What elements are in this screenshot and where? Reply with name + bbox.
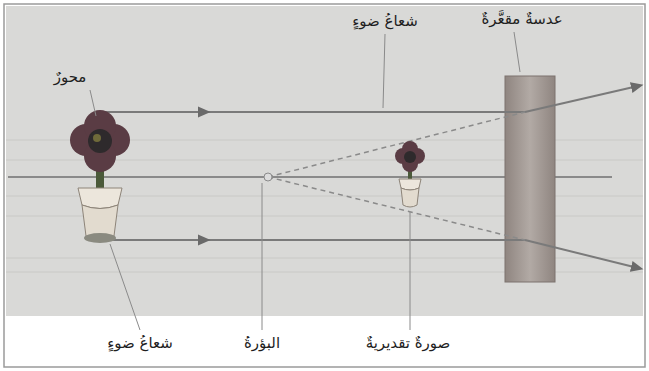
ray-arrow (190, 111, 205, 113)
ray-arrow (190, 239, 205, 241)
virtual-image-flower (395, 141, 425, 207)
ray-label: شعاعُ ضوءٍ (104, 334, 176, 352)
ray-label: شعاعُ ضوءٍ (349, 12, 421, 30)
focus-label: البؤرةُ (241, 334, 283, 352)
object-flower (70, 110, 130, 243)
diverging-ray (525, 86, 638, 112)
diverging-ray (525, 240, 638, 268)
focal-point (264, 173, 272, 181)
light-ray (100, 111, 525, 113)
panel-ground (6, 6, 643, 316)
image-label: صورةٌ تقديريةٌ (363, 334, 454, 352)
axis-label: محورٌ (51, 68, 90, 86)
virtual-ray (268, 177, 525, 240)
leader-lines (90, 32, 520, 330)
light-ray (100, 239, 525, 241)
lens-label: عدسةٌ مقعَّرةٌ (478, 10, 565, 28)
virtual-ray (268, 112, 525, 177)
frame (4, 4, 645, 367)
